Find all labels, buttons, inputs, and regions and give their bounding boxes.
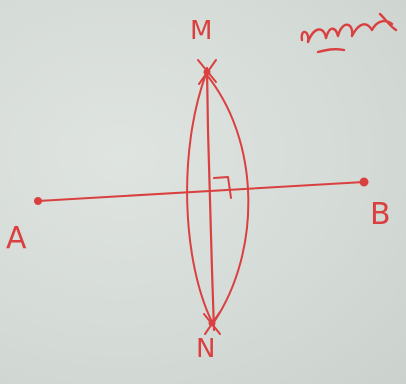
label-n: N <box>196 334 216 364</box>
bisector-line <box>205 66 216 332</box>
segment-ab <box>37 181 365 202</box>
arc-right <box>205 73 250 323</box>
label-b: B <box>370 197 391 232</box>
point-n <box>208 319 216 327</box>
point-a <box>34 197 42 205</box>
label-m: M <box>190 16 213 46</box>
corner-note-handwriting <box>300 12 398 54</box>
arc-left <box>186 73 213 323</box>
right-angle-mark <box>213 176 232 199</box>
point-b <box>359 177 369 187</box>
point-m <box>203 68 211 76</box>
label-a: A <box>6 221 27 256</box>
